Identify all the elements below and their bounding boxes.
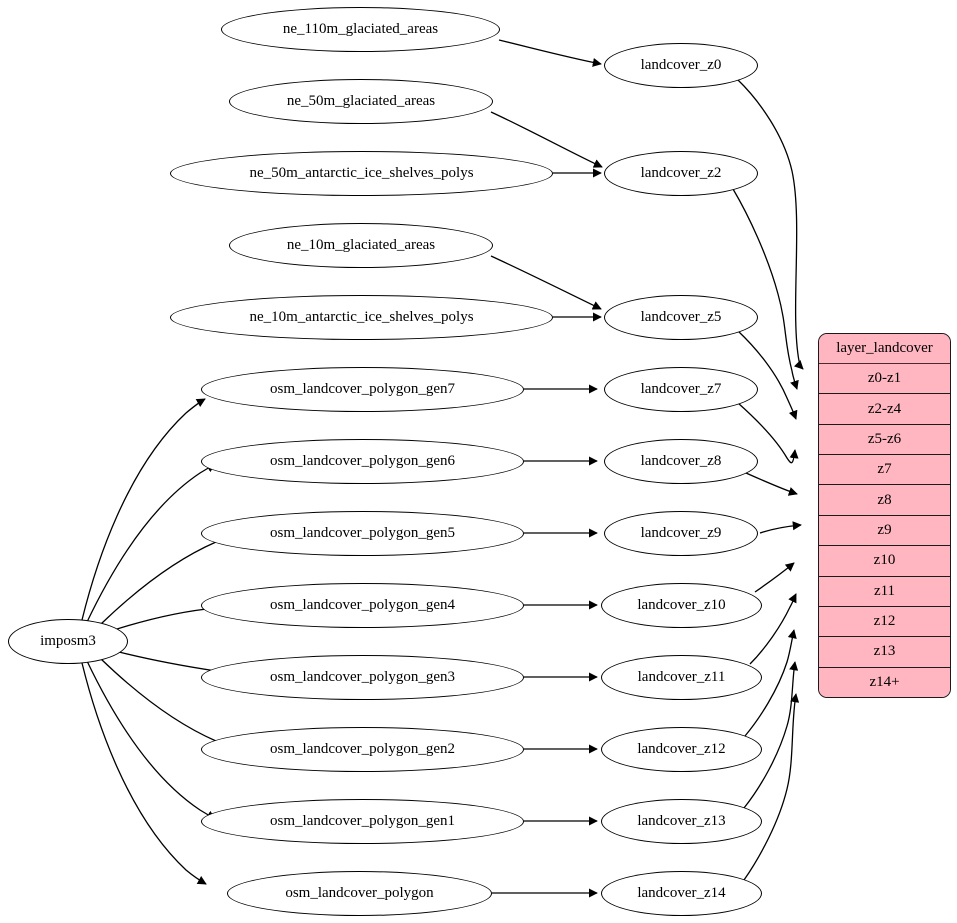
node-label: osm_landcover_polygon_gen7 [270,381,455,397]
node-label: osm_landcover_polygon [285,885,434,901]
record-row-z10[interactable]: z10 [819,546,950,577]
node-label: ne_10m_antarctic_ice_shelves_polys [249,309,474,325]
edge-group-osm-to-landcover [491,384,598,898]
node-landcover-z2[interactable]: landcover_z2 [604,151,758,196]
node-osm-landcover-polygon-gen5[interactable]: osm_landcover_polygon_gen5 [201,511,524,556]
node-landcover-z13[interactable]: landcover_z13 [601,799,762,844]
node-label: landcover_z12 [637,741,726,757]
node-label: landcover_z13 [637,813,726,829]
node-osm-landcover-polygon-gen7[interactable]: osm_landcover_polygon_gen7 [201,367,524,412]
node-label: ne_110m_glaciated_areas [282,21,439,37]
node-label: ne_10m_glaciated_areas [286,237,436,253]
edge-z2-to-row-z2z4 [732,188,799,390]
node-osm-landcover-polygon[interactable]: osm_landcover_polygon [227,871,492,916]
node-osm-landcover-polygon-gen4[interactable]: osm_landcover_polygon_gen4 [201,583,524,628]
edge-z7-to-row-z7 [737,402,799,464]
node-landcover-z0[interactable]: landcover_z0 [604,43,758,88]
edge-z10-to-row-z10 [754,562,795,593]
node-label: osm_landcover_polygon_gen6 [270,453,455,469]
node-landcover-z10[interactable]: landcover_z10 [601,583,762,628]
node-landcover-z5[interactable]: landcover_z5 [604,295,758,340]
edge-z14-to-row-z14 [743,693,800,881]
node-landcover-z7[interactable]: landcover_z7 [604,367,758,412]
node-label: osm_landcover_polygon_gen4 [270,597,455,613]
edge-z9-to-row-z9 [759,521,802,534]
edge-z12-to-row-z12 [744,629,797,737]
edge-ne110-to-z0 [498,39,602,67]
node-osm-landcover-polygon-gen6[interactable]: osm_landcover_polygon_gen6 [201,439,524,484]
node-ne-50m-antarctic-ice-shelves-polys[interactable]: ne_50m_antarctic_ice_shelves_polys [170,151,553,196]
node-label: osm_landcover_polygon_gen5 [270,525,455,541]
edge-z11-to-row-z11 [749,593,797,665]
record-row-z12[interactable]: z12 [819,606,950,638]
node-osm-landcover-polygon-gen1[interactable]: osm_landcover_polygon_gen1 [201,799,524,844]
edge-z8-to-row-z8 [745,472,798,496]
node-landcover-z8[interactable]: landcover_z8 [604,439,758,484]
node-landcover-z12[interactable]: landcover_z12 [601,727,762,772]
node-imposm3[interactable]: imposm3 [8,619,128,664]
edge-ne50glac-to-z2 [490,111,603,168]
record-row-z8[interactable]: z8 [819,485,950,516]
node-label: ne_50m_glaciated_areas [286,93,436,109]
node-label: landcover_z5 [640,309,722,325]
node-label: osm_landcover_polygon_gen1 [270,813,455,829]
node-landcover-z9[interactable]: landcover_z9 [604,511,758,556]
node-label: landcover_z2 [640,165,722,181]
record-row-z9[interactable]: z9 [819,515,950,547]
node-label: landcover_z0 [640,57,722,73]
record-row-z14-plus[interactable]: z14+ [819,667,950,697]
record-row-z5-z6[interactable]: z5-z6 [819,424,950,456]
edge-z5-to-row-z5z6 [737,330,798,420]
node-label: ne_50m_antarctic_ice_shelves_polys [249,165,474,181]
node-ne-10m-antarctic-ice-shelves-polys[interactable]: ne_10m_antarctic_ice_shelves_polys [170,295,553,340]
record-header: layer_landcover [819,334,950,364]
record-row-z13[interactable]: z13 [819,637,950,668]
edge-group-ne-to-landcover [490,39,603,322]
node-label: landcover_z14 [637,885,726,901]
node-label: landcover_z9 [640,525,722,541]
edge-imposm3-to-polygon [81,662,207,885]
node-label: landcover_z10 [637,597,726,613]
node-osm-landcover-polygon-gen2[interactable]: osm_landcover_polygon_gen2 [201,727,524,772]
node-ne-10m-glaciated-areas[interactable]: ne_10m_glaciated_areas [229,223,493,268]
record-row-z11[interactable]: z11 [819,576,950,607]
node-ne-110m-glaciated-areas[interactable]: ne_110m_glaciated_areas [221,7,500,52]
edge-group-landcover-to-record [732,78,804,881]
node-ne-50m-glaciated-areas[interactable]: ne_50m_glaciated_areas [229,79,493,124]
record-node-layer-landcover[interactable]: layer_landcover z0-z1 z2-z4 z5-z6 z7 z8 … [818,333,951,698]
node-label: osm_landcover_polygon_gen2 [270,741,455,757]
edge-z0-to-row-z0z1 [736,78,804,370]
node-osm-landcover-polygon-gen3[interactable]: osm_landcover_polygon_gen3 [201,655,524,700]
node-landcover-z14[interactable]: landcover_z14 [601,871,762,916]
node-label: osm_landcover_polygon_gen3 [270,669,455,685]
edge-imposm3-to-gen7 [81,398,206,621]
record-row-z7[interactable]: z7 [819,455,950,486]
node-label: imposm3 [40,633,96,649]
record-row-z0-z1[interactable]: z0-z1 [819,364,950,395]
edge-z13-to-row-z13 [743,661,799,809]
node-landcover-z11[interactable]: landcover_z11 [601,655,762,700]
edge-ne10glac-to-z5 [490,255,602,310]
node-label: landcover_z7 [640,381,722,397]
node-label: landcover_z11 [637,669,726,685]
node-label: landcover_z8 [640,453,722,469]
record-row-z2-z4[interactable]: z2-z4 [819,394,950,425]
